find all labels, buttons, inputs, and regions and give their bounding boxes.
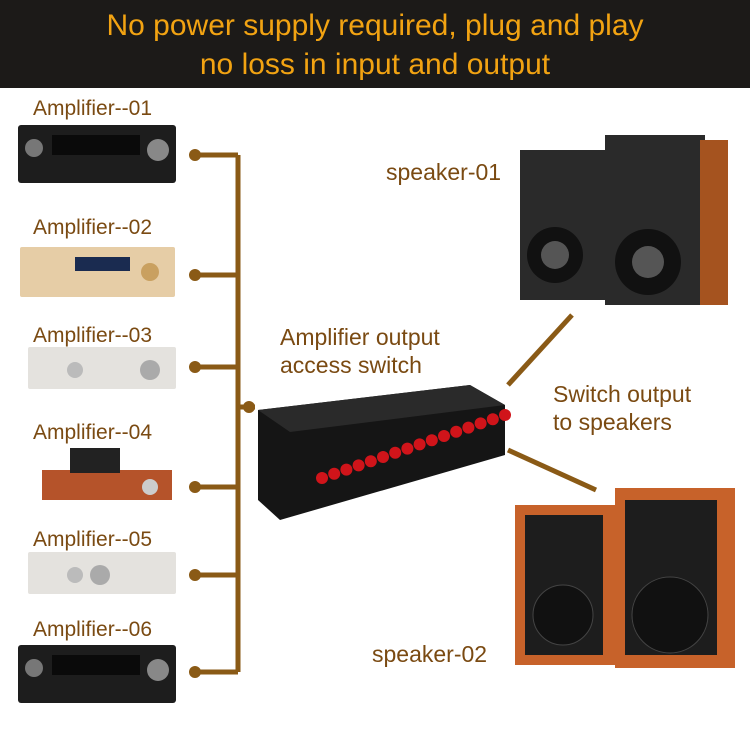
binding-post: [450, 425, 463, 438]
speaker-01-label: speaker-01: [386, 159, 502, 185]
switch-label-line-1: Amplifier output: [280, 324, 440, 350]
binding-post: [425, 434, 438, 447]
amplifier-01-label: Amplifier--01: [33, 97, 153, 120]
binding-post: [316, 472, 328, 484]
amplifier-05-image: [28, 552, 176, 594]
binding-post: [328, 467, 341, 480]
amplifier-02-label: Amplifier--02: [33, 216, 153, 239]
binding-post: [499, 409, 511, 421]
speaker-2-wire: [506, 447, 598, 493]
amplifier-06-label: Amplifier--06: [33, 618, 153, 641]
output-label: Switch output to speakers: [553, 380, 691, 436]
amplifier-04-label: Amplifier--04: [33, 421, 153, 444]
amplifier-04-image: [42, 448, 172, 500]
amplifier-06-image: [18, 645, 176, 703]
speaker-02-label: speaker-02: [372, 641, 488, 667]
speaker-switch-image: [258, 385, 511, 520]
output-label-line-1: Switch output: [553, 381, 692, 407]
amplifier-03-label: Amplifier--03: [33, 324, 153, 347]
header-line-2: no loss in input and output: [199, 48, 551, 81]
binding-post: [413, 438, 426, 451]
binding-post: [352, 459, 365, 472]
binding-post: [340, 463, 353, 476]
connection-lines: [195, 152, 598, 675]
binding-post: [486, 413, 499, 426]
amplifier-01-image: [18, 125, 176, 183]
output-label-line-2: to speakers: [553, 409, 672, 435]
speaker-1-wire: [506, 313, 574, 387]
speaker-01-image: [520, 135, 728, 305]
binding-post: [474, 417, 487, 430]
binding-post: [401, 442, 414, 455]
amplifier-02-image: [20, 247, 175, 297]
binding-post: [377, 451, 389, 463]
switch-label-line-2: access switch: [280, 352, 422, 378]
speaker-02-image: [515, 488, 735, 668]
binding-post: [438, 430, 450, 442]
binding-post: [364, 455, 377, 468]
binding-post: [462, 421, 475, 434]
binding-post: [389, 446, 402, 459]
switch-label: Amplifier output access switch: [280, 323, 440, 379]
header-line-1: No power supply required, plug and play: [106, 9, 644, 42]
amplifier-05-label: Amplifier--05: [33, 528, 153, 551]
connector-dots: [189, 149, 255, 678]
header-banner: No power supply required, plug and play …: [0, 0, 750, 88]
amplifier-03-image: [28, 347, 176, 389]
